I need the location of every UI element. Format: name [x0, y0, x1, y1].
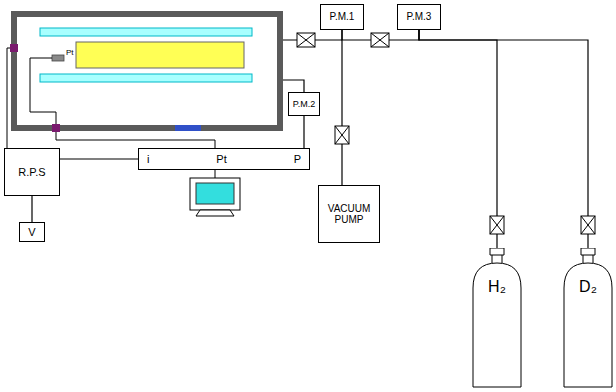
valve	[581, 216, 595, 234]
cyan-tube-bottom	[40, 74, 252, 82]
pipe-connector	[303, 116, 304, 148]
gas-cylinder: D₂	[562, 248, 614, 388]
valve	[335, 126, 349, 144]
computer-cable	[215, 170, 216, 178]
cylinder-outline	[471, 248, 523, 388]
pipe-connector	[341, 30, 342, 185]
feedthrough	[10, 44, 18, 52]
computer-monitor	[190, 178, 240, 210]
yellow-sample	[76, 42, 244, 68]
power-wire	[7, 48, 10, 148]
node-text: H₂	[488, 278, 506, 296]
pipe-connector	[31, 196, 32, 222]
pipe-connector	[60, 158, 138, 159]
pt-sensor	[52, 55, 64, 61]
sensor-label: Pt	[66, 49, 74, 57]
pressure-meter: P.M.2	[288, 92, 320, 116]
node-text: D₂	[579, 278, 597, 296]
interface-box: i Pt P	[138, 148, 310, 170]
gas-cylinder: H₂	[471, 248, 523, 388]
node-text: i	[147, 153, 149, 166]
pipe-connector	[419, 30, 588, 248]
pipe	[283, 80, 304, 92]
feedthrough	[52, 124, 60, 132]
valve	[371, 33, 389, 47]
node-text: R.P.S	[18, 166, 45, 179]
pipe-connector	[419, 30, 497, 248]
valve	[490, 216, 504, 234]
voltmeter-box: V	[19, 222, 45, 242]
power-supply-box: R.P.S	[4, 148, 60, 196]
node-text: P	[294, 153, 301, 166]
vacuum-pump-box: VACUUM PUMP	[318, 185, 380, 243]
cylinder-outline	[562, 248, 614, 388]
valve	[297, 33, 315, 47]
node-text: P.M.1	[330, 11, 355, 23]
vacuum-chamber	[14, 14, 280, 128]
window-bar	[175, 125, 201, 131]
node-text: P.M.2	[293, 99, 315, 109]
cyan-tube-top	[40, 28, 252, 36]
node-text: Pt	[216, 153, 226, 166]
node-text: VACUUM PUMP	[319, 203, 379, 226]
monitor-base	[196, 210, 234, 216]
monitor-screen	[196, 183, 234, 204]
node-text: V	[28, 226, 35, 239]
pressure-meter: P.M.1	[320, 4, 364, 30]
node-text: P.M.3	[407, 11, 432, 23]
pt-wire	[56, 132, 215, 148]
pressure-meter: P.M.3	[397, 4, 441, 30]
pt-wire	[30, 58, 56, 124]
